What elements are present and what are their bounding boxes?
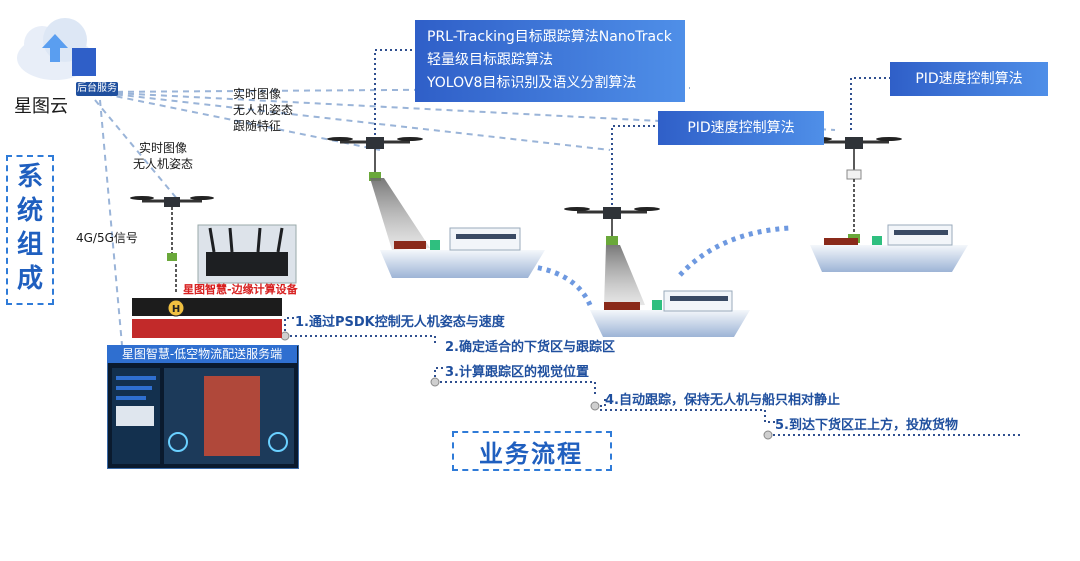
dotted-connectors: [284, 49, 1020, 436]
step-1: 1.通过PSDK控制无人机姿态与速度: [295, 315, 505, 330]
step-4: 4.自动跟踪，保持无人机与船只相对静止: [605, 393, 840, 408]
ship-middle: [590, 290, 750, 337]
svg-text:H: H: [172, 304, 180, 315]
system-composition-box: [6, 155, 54, 305]
ship-deck-section: H: [132, 298, 282, 338]
drone-center: [327, 137, 423, 181]
step-2: 2.确定适合的下货区与跟踪区: [445, 340, 615, 355]
pid-label-right: PID速度控制算法: [890, 62, 1048, 96]
cloud-label: 星图云: [14, 96, 68, 117]
drone-middle: [564, 207, 660, 245]
ship-right: [810, 224, 968, 272]
lower-link-labels: 实时图像 无人机姿态: [133, 141, 194, 171]
ship-center: [380, 227, 545, 278]
motion-arcs: [519, 225, 791, 307]
edge-device-router: [197, 224, 297, 284]
business-flow-box: [452, 431, 612, 471]
beam-center: [370, 178, 430, 250]
dashboard-thumbnail: [112, 368, 294, 464]
service-dashboard-preview: [107, 345, 299, 469]
drone-left: [130, 196, 214, 261]
connector-nodes: [280, 331, 773, 440]
algorithm-item: PRL-Tracking目标跟踪算法NanoTrack: [427, 29, 672, 45]
cloud-icon: [17, 18, 96, 80]
algorithm-item: YOLOV8目标识别及语义分割算法: [427, 75, 637, 91]
algorithm-panel: PRL-Tracking目标跟踪算法NanoTrack 轻量级目标跟踪算法 YO…: [415, 20, 685, 102]
beam-middle: [604, 245, 645, 306]
step-5: 5.到达下货区正上方，投放货物: [775, 418, 958, 433]
business-flow-title: 业务流程: [479, 440, 583, 468]
edge-device-label: 星图智慧-边缘计算设备: [183, 283, 298, 296]
backend-service-badge: 后台服务: [76, 82, 118, 96]
step-3: 3.计算跟踪区的视觉位置: [445, 365, 589, 380]
upper-link-labels: 实时图像 无人机姿态 跟随特征: [233, 87, 294, 133]
service-card-title: 星图智慧-低空物流配送服务端: [107, 345, 297, 363]
pid-label-middle: PID速度控制算法: [658, 111, 824, 145]
network-label: 4G/5G信号: [76, 231, 138, 245]
system-composition-title: 系 统 组 成: [16, 162, 43, 294]
algorithm-item: 轻量级目标跟踪算法: [427, 52, 553, 68]
